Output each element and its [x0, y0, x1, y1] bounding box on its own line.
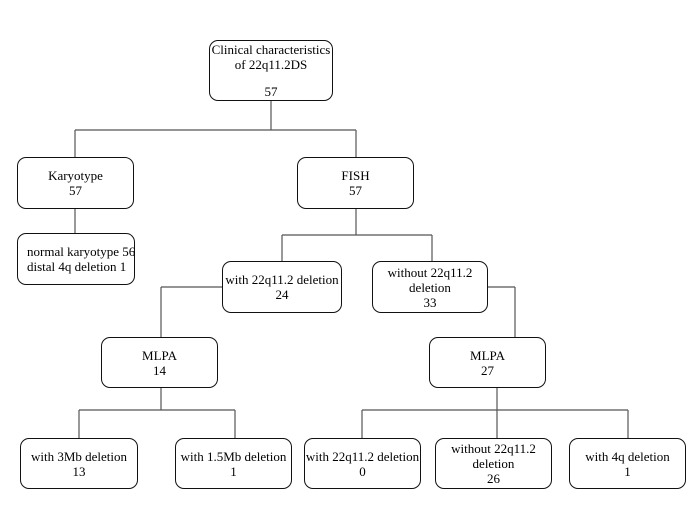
node-count: 27	[481, 362, 494, 378]
node-mlpa-without-22q-deletion: without 22q11.2 deletion 26	[435, 438, 552, 489]
node-label: of 22q11.2DS	[234, 57, 308, 72]
node-count: 13	[72, 463, 86, 479]
node-karyotype: Karyotype 57	[17, 157, 134, 209]
node-count: 26	[487, 471, 500, 486]
node-label: without 22q11.2	[387, 264, 473, 280]
node-label: Clinical characteristics	[211, 42, 331, 57]
node-label: with 1.5Mb deletion	[180, 448, 287, 464]
node-count: 57	[69, 183, 82, 198]
node-mlpa-left: MLPA 14	[101, 337, 218, 388]
node-label: FISH	[341, 168, 370, 183]
node-count: 1	[230, 463, 237, 479]
node-1-5mb-deletion: with 1.5Mb deletion 1	[175, 438, 292, 489]
node-label: with 22q11.2 deletion	[225, 272, 339, 287]
node-label: deletion	[472, 456, 515, 471]
node-label: with 22q11.2 deletion	[305, 448, 420, 464]
node-fish: FISH 57	[297, 157, 414, 209]
node-3mb-deletion: with 3Mb deletion 13	[20, 438, 138, 489]
node-label: MLPA	[470, 347, 505, 363]
node-mlpa-with-22q-deletion: with 22q11.2 deletion 0	[304, 438, 421, 489]
node-count: 14	[153, 362, 166, 378]
node-label: normal karyotype 56	[27, 244, 136, 259]
node-fish-without-deletion: without 22q11.2 deletion 33	[372, 261, 488, 313]
node-label: with 3Mb deletion	[30, 448, 128, 464]
node-mlpa-right: MLPA 27	[429, 337, 546, 388]
node-count: 24	[275, 287, 289, 302]
node-count: 1	[624, 463, 631, 479]
node-count: 57	[264, 84, 278, 99]
node-label: without 22q11.2	[451, 441, 536, 456]
node-count: 33	[423, 294, 437, 310]
node-label: Karyotype	[48, 168, 103, 183]
node-label: MLPA	[142, 347, 177, 363]
node-fish-with-deletion: with 22q11.2 deletion 24	[222, 261, 342, 313]
node-label: with 4q deletion	[585, 448, 670, 464]
node-karyotype-result: normal karyotype 56 distal 4q deletion 1	[17, 233, 135, 285]
node-count: 57	[349, 183, 362, 198]
node-label: deletion	[409, 279, 451, 295]
node-label: distal 4q deletion 1	[27, 259, 127, 274]
node-count: 0	[359, 463, 366, 479]
node-4q-deletion: with 4q deletion 1	[569, 438, 686, 489]
node-clinical-characteristics: Clinical characteristics of 22q11.2DS 57	[209, 40, 333, 101]
